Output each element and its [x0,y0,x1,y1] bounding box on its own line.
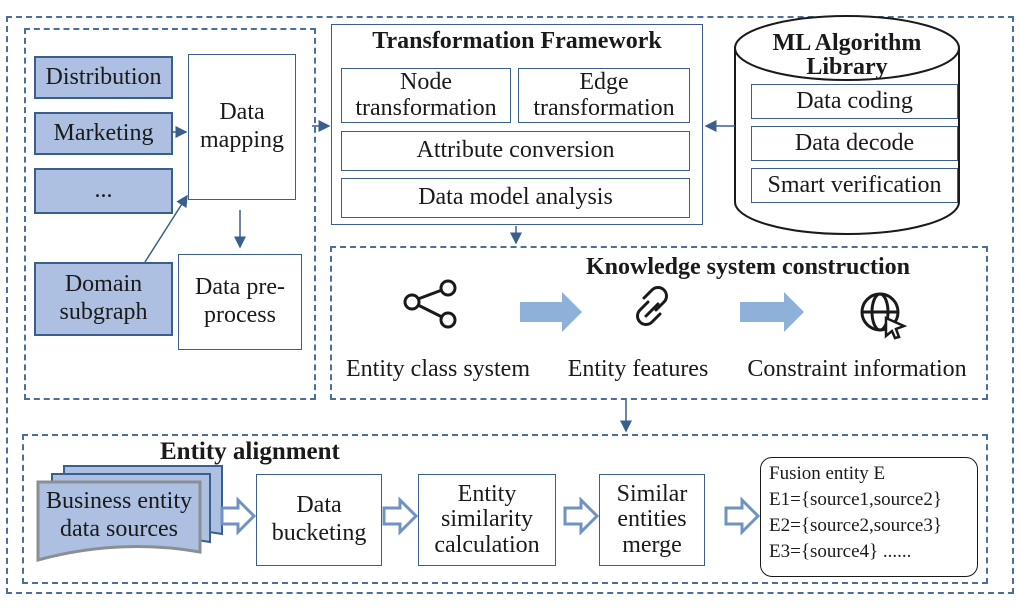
attribute-conversion-box: Attribute conversion [341,131,690,171]
fusion-entity-e1: E1={source1,source2} [769,489,942,510]
constraint-information-label: Constraint information [747,356,967,383]
entity-features-label: Entity features [567,356,709,383]
similar-entities-merge-box: Similar entities merge [599,474,705,566]
share-icon [403,279,457,329]
outer-frame [6,16,1014,594]
data-mapping-box: Data mapping [188,54,296,200]
big-arrow-1 [520,292,582,332]
entity-class-system-label: Entity class system [346,356,530,383]
source-more: ... [34,168,173,214]
data-model-analysis-box: Data model analysis [341,178,690,218]
node-transformation-box: Node transformation [341,68,511,123]
arrow-subgraph-to-mapping [144,194,188,263]
data-preprocess-box: Data pre-process [178,254,302,350]
entity-alignment-region [22,434,988,584]
hollow-arrow-4 [724,496,761,536]
entity-alignment-title: Entity alignment [160,438,340,465]
hollow-arrow-1 [220,496,257,536]
big-arrow-2 [740,292,804,332]
data-bucketing-box: Data bucketing [256,474,382,566]
edge-transformation-box: Edge transformation [518,68,690,123]
data-coding-box: Data coding [751,84,958,119]
link-icon [636,286,668,326]
entity-similarity-box: Entity similarity calculation [418,474,556,566]
globe-cursor-icon [860,292,908,340]
hollow-arrow-3 [563,496,600,536]
source-domain-subgraph: Domain subgraph [34,262,173,336]
smart-verification-box: Smart verification [751,168,958,203]
source-distribution: Distribution [34,56,173,99]
framework-title: Transformation Framework [372,28,662,55]
ml-library-title: ML Algorithm Library [772,30,922,80]
fusion-entity-e2: E2={source2,source3} [769,515,942,536]
fusion-entity-box: Fusion entity E E1={source1,source2} E2=… [760,457,978,577]
fusion-entity-e3: E3={source4} ...... [769,541,912,562]
business-entity-sources-label: Business entity data sources [45,488,192,542]
source-marketing: Marketing [34,112,173,155]
knowledge-title: Knowledge system construction [586,254,910,280]
knowledge-system-region [330,246,988,400]
fusion-entity-title: Fusion entity E [769,463,886,484]
hollow-arrow-2 [382,496,419,536]
data-decode-box: Data decode [751,126,958,161]
data-source-region [24,28,316,400]
